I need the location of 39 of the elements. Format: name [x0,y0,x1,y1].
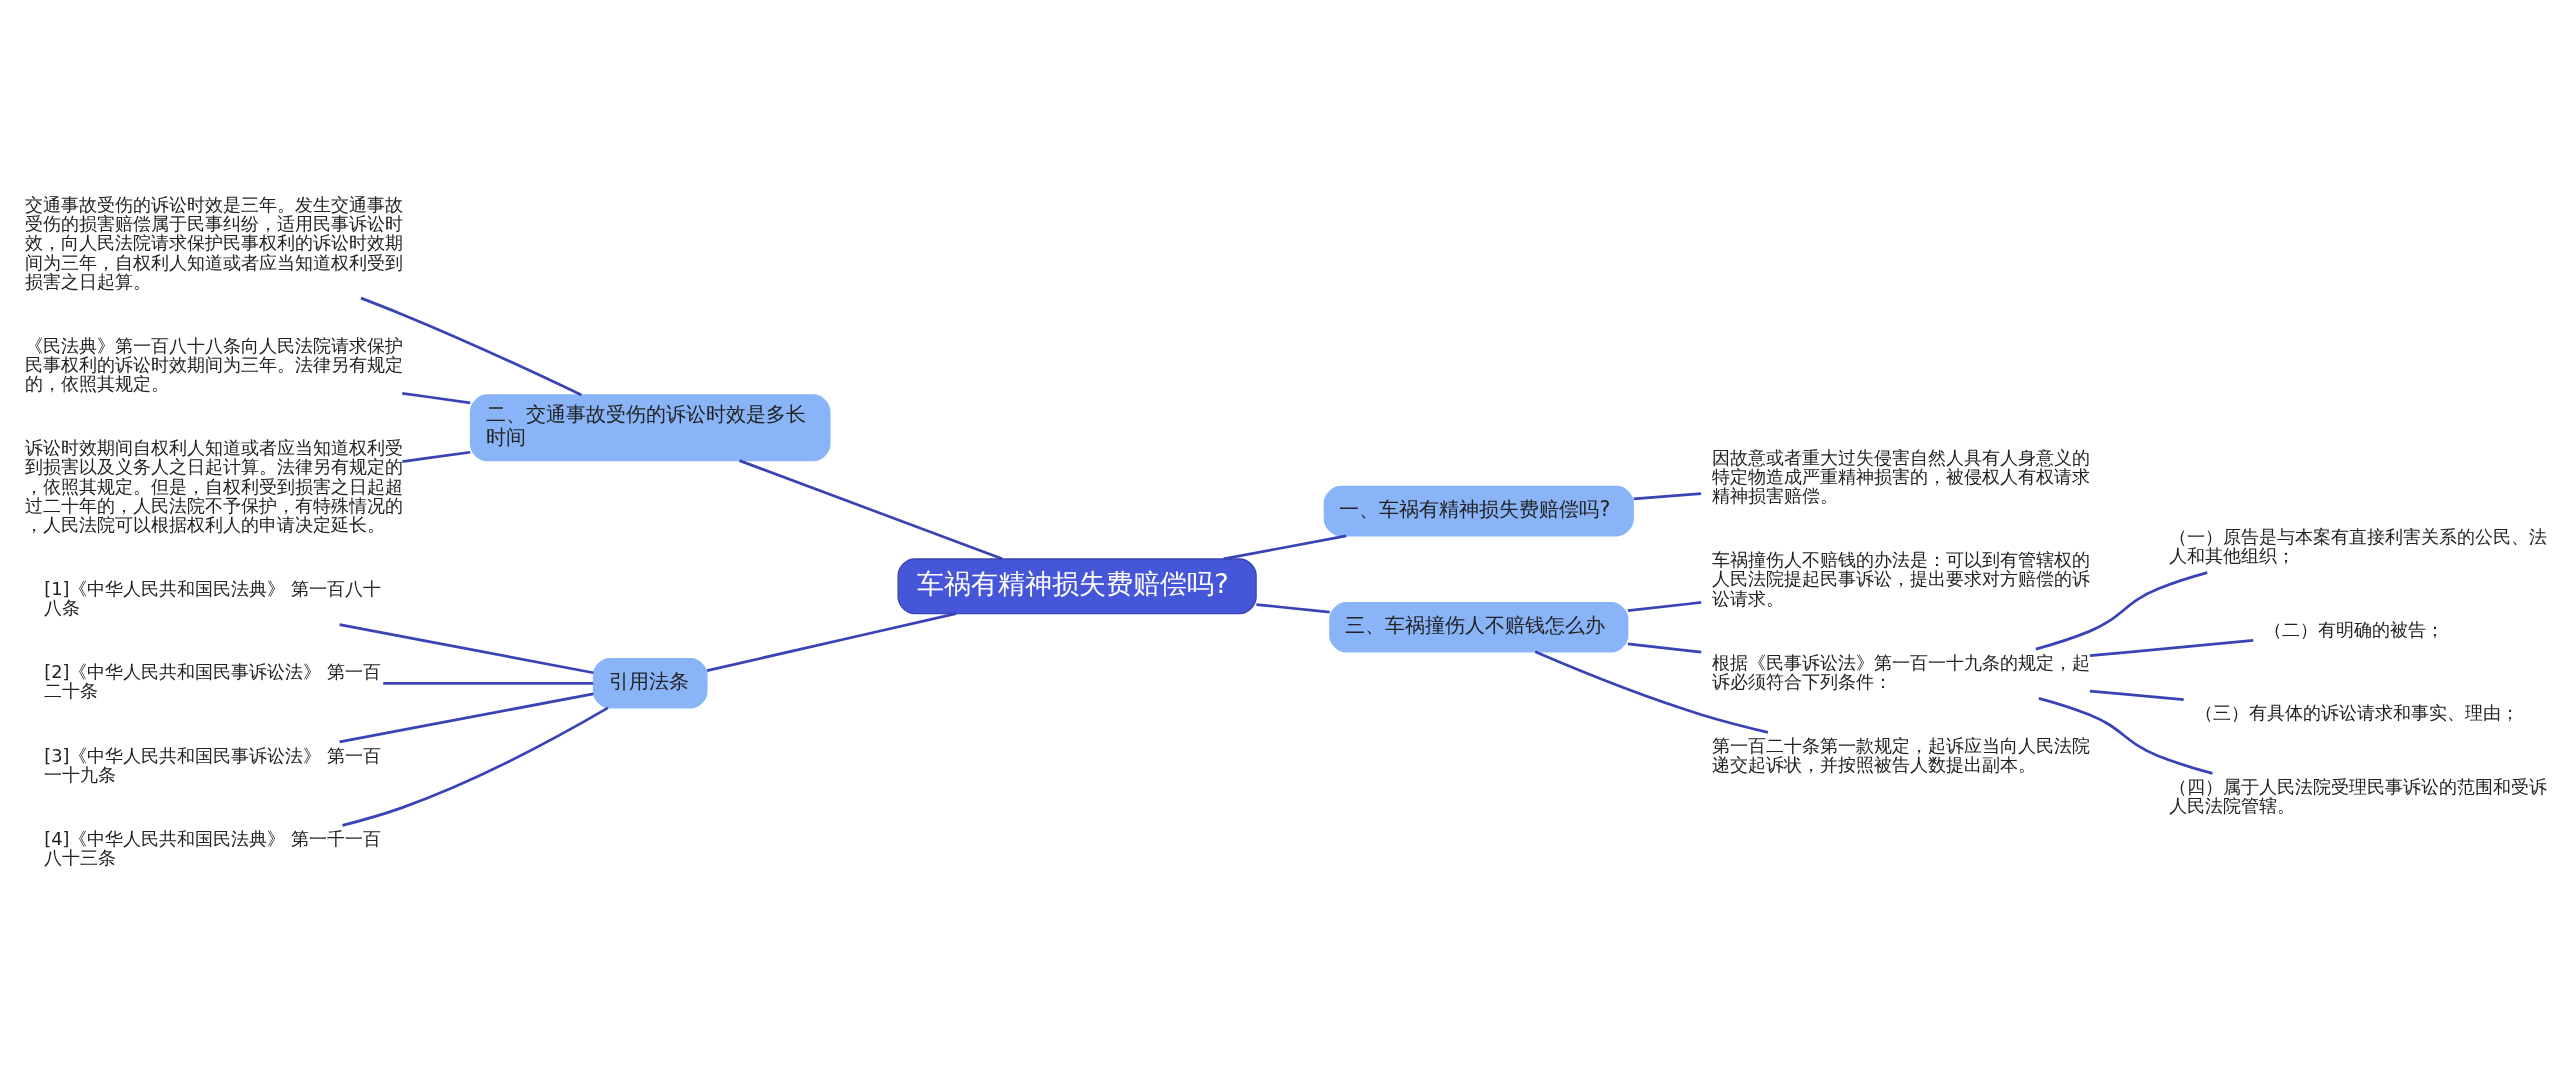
node-text: （一）原告是与本案有直接利害关系的公民、法人和其他组织； [2168,526,2547,566]
node-box: 引用法条 [592,657,708,709]
node-text: 因故意或者重大过失侵害自然人具有人身意义的特定物造成严重精神损害的，被侵权人有权请求精神损害赔偿。 [1712,447,2091,506]
node-text: 《民法典》第一百八十八条向人民法院请求保护民事权利的诉讼时效期间为三年。法律另有规定的，依照其规定。 [25,335,404,394]
node-box: 三、车祸撞伤人不赔钱怎么办 [1329,601,1629,653]
node-text: 根据《民事诉讼法》第一百一十九条的规定，起诉必须符合下列条件： [1712,652,2091,692]
node-text: （二）有明确的被告； [2264,619,2445,640]
connector [706,611,957,672]
node-text: [2]《中华人民共和国民事诉讼法》 第一百二十条 [44,661,382,701]
connector [2089,638,2254,657]
node-text: [1]《中华人民共和国民法典》 第一百八十八条 [44,578,382,618]
node-text: 车祸撞伤人不赔钱的办法是：可以到有管辖权的人民法院提起民事诉讼，提出要求对方赔偿的诉讼请求。 [1712,549,2091,609]
connector [1627,642,1702,653]
connector [1256,602,1330,613]
connector [2038,696,2213,775]
node-box: 一、车祸有精神损失费赔偿吗? [1323,485,1634,536]
connector [2035,570,2208,650]
connector [1627,600,1702,612]
connector [402,391,471,404]
connector [739,458,1003,560]
connector [360,296,583,396]
node-box: 二、交通事故受伤的诉讼时效是多长时间 [469,393,831,461]
connector [1223,534,1347,560]
connector [2089,689,2184,701]
connector [1534,650,1769,734]
node-text: 诉讼时效期间自权利人知道或者应当知道权利受到损害以及义务人之日起计算。法律另有规定的，依照其规定。但是，自权利受到损害之日起超过二十年的，人民法院不予保护，有特殊情况的，人民法院可以根据权利人的申请决定延长。 [25,437,404,535]
node-text: 第一百二十条第一款规定，起诉应当向人民法院递交起诉状，并按照被告人数提出副本。 [1712,735,2091,775]
node-text: （四）属于人民法院受理民事诉讼的范围和受诉人民法院管辖。 [2168,776,2547,816]
node-text: 交通事故受伤的诉讼时效是三年。发生交通事故受伤的损害赔偿属于民事纠纷，适用民事诉讼时效，向人民法院请求保护民事权利的诉讼时效期间为三年，自权利人知道或者应当知道权利受到损害之日起算。 [25,194,404,292]
connector [402,450,471,463]
node-text: [4]《中华人民共和国民法典》 第一千一百八十三条 [44,828,382,868]
connector [339,691,594,743]
connector [339,622,594,674]
connector [1633,491,1702,500]
connector [342,706,609,827]
node-box: 车祸有精神损失费赔偿吗? [897,557,1257,614]
node-text: （三）有具体的诉讼请求和事实、理由； [2194,702,2519,723]
connector [383,681,594,685]
node-text: [3]《中华人民共和国民事诉讼法》 第一百一十九条 [44,745,382,785]
